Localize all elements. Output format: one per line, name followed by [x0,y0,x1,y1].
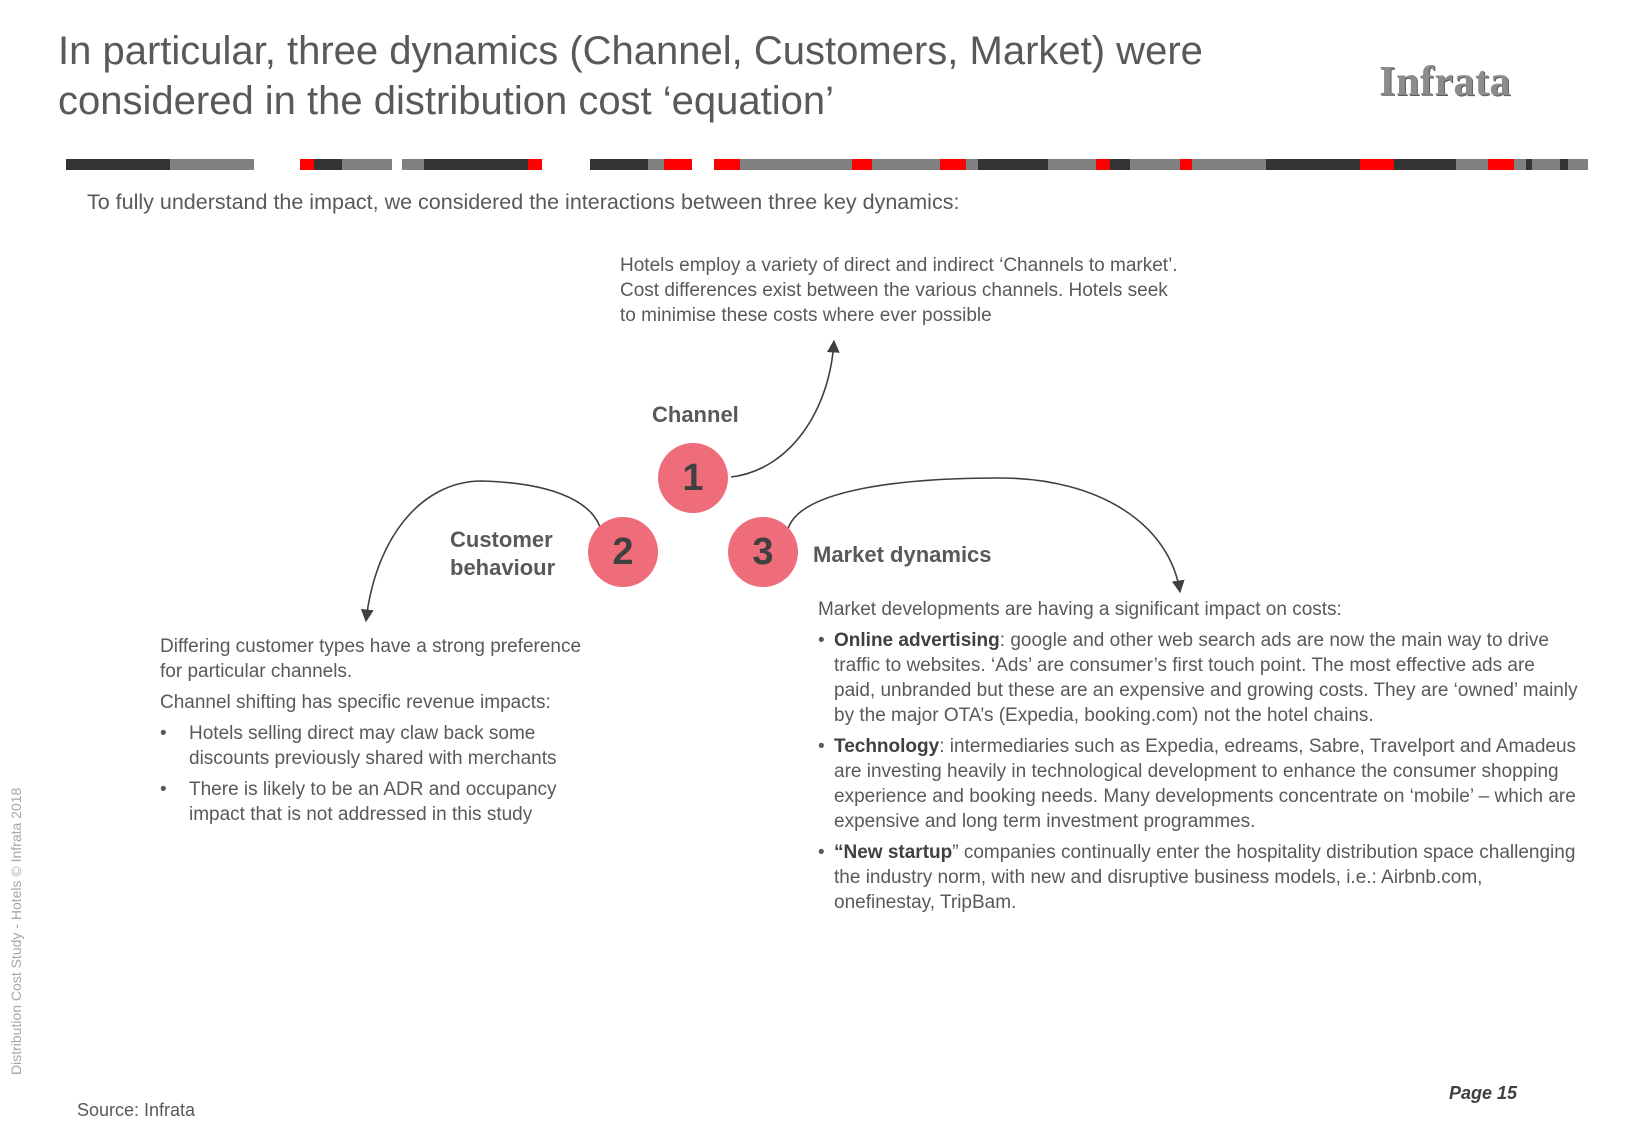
market-arrow [787,477,1185,594]
page-number: Page 15 [1448,1083,1517,1103]
market-description: Market developments are having a signifi… [818,597,1578,921]
list-item: • Technology: intermediaries such as Expe… [818,734,1578,834]
infrata-logo: Infrata [1379,59,1511,105]
bullet-icon: • [160,723,167,744]
market-lead: Market developments are having a signifi… [818,599,1342,620]
channel-label: Channel [652,402,739,427]
node-2-circle: 2 [588,517,658,587]
bullet-text: ” companies continually enter the hospit… [834,842,1576,913]
customer-label-line: behaviour [450,555,556,580]
node-1-circle: 1 [658,443,728,513]
bullet-heading: Online advertising [834,630,1000,651]
list-item: • Hotels selling direct may claw back som… [160,721,590,771]
title-line: In particular, three dynamics (Channel, … [58,29,1203,73]
bullet-text: Hotels selling direct may claw back some… [189,723,557,769]
bullet-text: : intermediaries such as Expedia, edream… [834,736,1577,832]
intro-text: To fully understand the impact, we consi… [87,190,960,214]
node-3-circle: 3 [728,517,798,587]
source-note: Source: Infrata [77,1100,196,1120]
customer-behaviour-label: Customer behaviour [450,526,555,582]
title-line: considered in the distribution cost ‘equ… [58,79,835,123]
bullet-text: There is likely to be an ADR and occupan… [189,779,557,825]
bullet-icon: • [160,779,167,800]
market-bullet-list: • Online advertising: google and other we… [818,628,1578,915]
customer-paragraph: Channel shifting has specific revenue im… [160,692,551,713]
channel-description-line: to minimise these costs where ever possi… [620,305,992,326]
channel-arrow [730,339,840,478]
list-item: • There is likely to be an ADR and occupa… [160,777,590,827]
channel-description: Hotels employ a variety of direct and in… [620,253,1178,328]
market-dynamics-label: Market dynamics [813,542,992,567]
bullet-icon: • [818,630,825,651]
bullet-text: : google and other web search ads are no… [834,630,1578,726]
customer-description: Differing customer types have a strong p… [160,634,590,833]
customer-paragraph: Differing customer types have a strong p… [160,636,582,682]
list-item: • Online advertising: google and other we… [818,628,1578,728]
channel-description-line: Cost differences exist between the vario… [620,280,1168,301]
customer-bullet-list: • Hotels selling direct may claw back som… [160,721,590,827]
decorative-stripe [66,159,1588,170]
customer-label-line: Customer [450,527,553,552]
list-item: • “New startup” companies continually ent… [818,840,1578,915]
bullet-icon: • [818,842,825,863]
channel-description-line: Hotels employ a variety of direct and in… [620,255,1178,276]
bullet-heading: Technology [834,736,940,757]
page-title: In particular, three dynamics (Channel, … [58,26,1358,126]
bullet-icon: • [818,736,825,757]
bullet-heading: “New startup [834,842,953,863]
side-footer-text: Distribution Cost Study - Hotels © Infra… [8,787,24,1075]
